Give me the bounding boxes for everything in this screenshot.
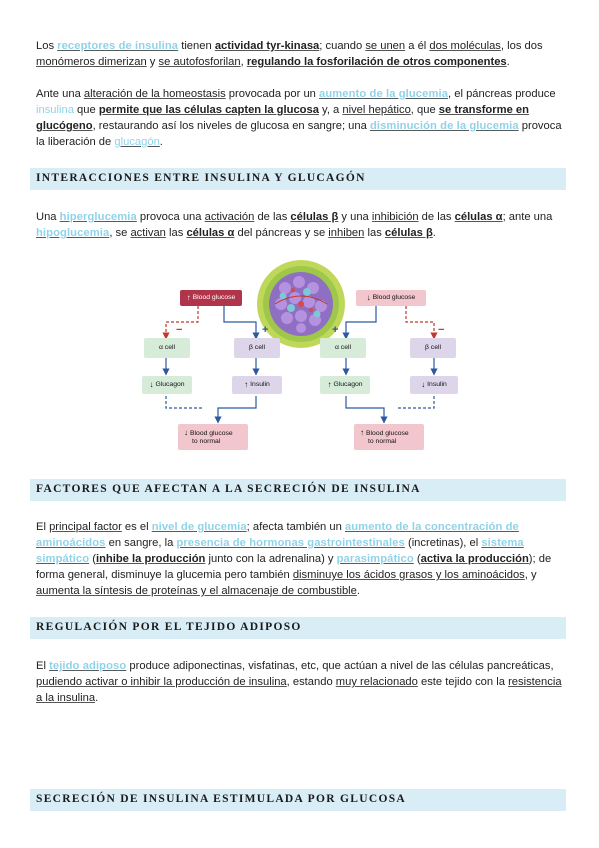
highlight-term: parasimpático (336, 553, 414, 565)
insulin-down-box: Insulin (410, 376, 458, 394)
section-heading-tejido-adiposo: REGULACIÓN POR EL TEJIDO ADIPOSO (30, 617, 566, 639)
highlight-term: aumento de la glucemia (319, 88, 449, 100)
highlight-term: glucagón (114, 136, 160, 148)
highlight-term: hiperglucemia (59, 211, 137, 223)
blood-glucose-normal-left: Blood glucose to normal (178, 424, 248, 450)
pancreatic-islet-image (257, 260, 345, 348)
blood-glucose-up-box: Blood glucose (180, 290, 242, 306)
highlight-term: disminución de la glucemia (369, 120, 519, 132)
highlight-term: aumento de la concentración de aminoácid… (36, 521, 519, 549)
beta-cell-right: β cell (410, 338, 456, 358)
plus-sign: + (262, 324, 269, 336)
beta-cell-left: β cell (234, 338, 280, 358)
minus-sign: − (176, 324, 183, 336)
diagram-arrows (162, 306, 438, 424)
paragraph-factores: El principal factor es el nivel de gluce… (36, 521, 552, 597)
highlight-term: hipoglucemia (36, 227, 110, 239)
arrow-down-icon (184, 430, 190, 437)
section-heading-factores: FACTORES QUE AFECTAN A LA SECRECIÓN DE I… (30, 479, 566, 501)
paragraph-interacciones: Una hiperglucemia provoca una activación… (36, 211, 553, 239)
paragraph-receptors: Los receptores de insulina tienen activi… (36, 40, 543, 68)
bold-term: actividad tyr-kinasa (214, 40, 320, 52)
blood-glucose-down-box: Blood glucose (356, 290, 426, 306)
insulin-up-box: Insulin (232, 376, 282, 394)
blood-glucose-normal-right: Blood glucose to normal (354, 424, 424, 450)
insulin-glucagon-diagram: Blood glucose Blood glucose (138, 258, 466, 462)
bold-term: se transforme en glucógeno (36, 104, 529, 132)
arrow-up-icon (360, 430, 366, 437)
highlight-term: nivel de glucemia (151, 521, 247, 533)
minus-sign: − (438, 324, 445, 336)
alpha-cell-left: α cell (144, 338, 190, 358)
highlight-term: receptores de insulina (57, 40, 179, 52)
section-heading-secrecion: SECRECIÓN DE INSULINA ESTIMULADA POR GLU… (30, 789, 566, 811)
paragraph-tejido-adiposo: El tejido adiposo produce adiponectinas,… (36, 660, 562, 704)
bold-term: permite que las células capten la glucos… (98, 104, 319, 116)
glucagon-down-box: Glucagon (142, 376, 192, 394)
highlight-term: presencia de hormonas gastrointestinales (176, 537, 405, 549)
alpha-cell-right: α cell (320, 338, 366, 358)
highlight-term: insulina (36, 104, 74, 116)
highlight-term: sistema simpático (36, 537, 524, 565)
highlight-term: tejido adiposo (49, 660, 127, 672)
section-heading-interacciones: INTERACCIONES ENTRE INSULINA Y GLUCAGÓN (30, 168, 566, 190)
glucagon-up-box: Glucagon (320, 376, 370, 394)
bold-term: regulando la fosforilación de otros comp… (246, 56, 507, 68)
plus-sign: + (332, 324, 339, 336)
paragraph-homeostasis: Ante una alteración de la homeostasis pr… (36, 88, 562, 148)
